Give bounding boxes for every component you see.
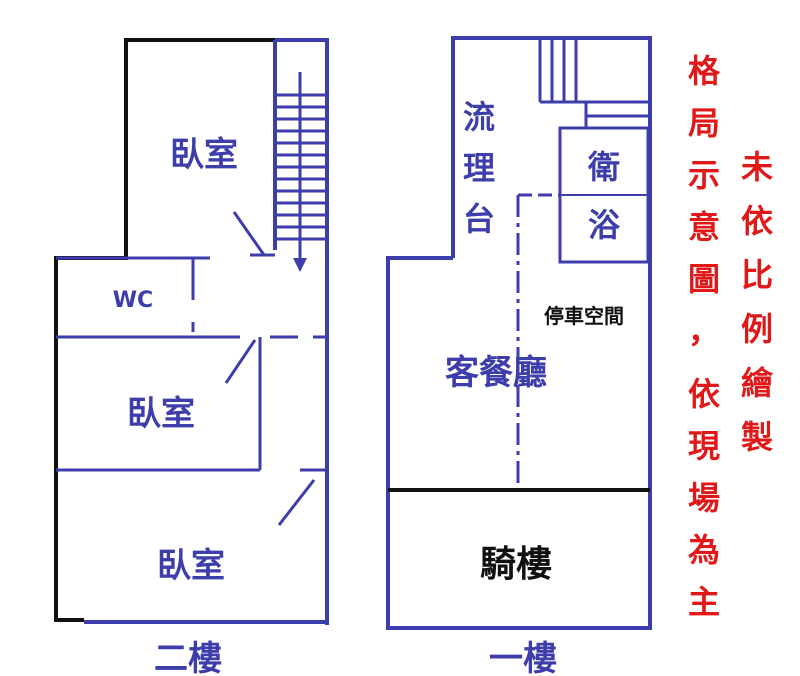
svg-text:格: 格 [688, 52, 721, 90]
svg-text:製: 製 [741, 418, 773, 456]
living-dining-label: 客餐廳 [445, 353, 547, 393]
svg-text:衛: 衛 [587, 148, 620, 186]
svg-text:浴: 浴 [588, 206, 621, 244]
door-swing-bedroom-bottom [277, 479, 316, 526]
svg-text:主: 主 [688, 583, 720, 621]
kitchen-counter-label: 流 理 台 [463, 98, 495, 238]
stair-arrow-icon [293, 258, 307, 272]
svg-text:為: 為 [688, 531, 720, 569]
svg-text:局: 局 [688, 104, 720, 142]
bedroom-middle-label: 臥室 [127, 394, 195, 434]
svg-text:現: 現 [688, 427, 720, 465]
svg-text:未: 未 [741, 148, 773, 186]
second-floor-outer-wall [54, 38, 275, 622]
bathroom-label: 衛 浴 [587, 148, 621, 244]
bedroom-top-label: 臥室 [170, 135, 238, 175]
parking-space-label: 停車空間 [544, 304, 624, 328]
svg-text:理: 理 [463, 149, 495, 187]
scale-note-vertical: 未 依 比 例 繪 製 [741, 148, 774, 456]
svg-text:台: 台 [463, 200, 495, 238]
svg-text:例: 例 [741, 310, 773, 348]
door-swing-bedroom-middle [224, 339, 257, 384]
svg-text:依: 依 [688, 375, 720, 413]
svg-text:示: 示 [688, 156, 720, 194]
arcade-label: 騎樓 [480, 544, 552, 585]
svg-text:依: 依 [741, 202, 773, 240]
wc-label: WC [113, 288, 153, 313]
layout-note-vertical: 格 局 示 意 圖 ， 依 現 場 為 主 [688, 52, 721, 621]
first-floor-outer-wall [386, 36, 652, 630]
stair-treads [275, 93, 327, 241]
bedroom-bottom-label: 臥室 [157, 546, 225, 586]
svg-text:圖: 圖 [688, 260, 720, 298]
svg-text:流: 流 [463, 98, 495, 136]
second-floor-title: 二樓 [154, 639, 222, 676]
first-floor-plan: 流 理 台 衛 浴 停車空間 客餐廳 騎樓 一樓 [386, 36, 652, 676]
door-swing-bedroom-top [232, 211, 266, 256]
svg-text:繪: 繪 [741, 364, 774, 402]
first-floor-title: 一樓 [489, 639, 557, 676]
svg-text:比: 比 [741, 256, 773, 294]
svg-text:場: 場 [688, 479, 720, 517]
svg-text:意: 意 [688, 208, 720, 246]
second-floor-plan: 臥室 WC 臥室 臥室 二樓 [54, 38, 329, 676]
first-floor-stair [538, 40, 648, 128]
svg-text:，: ， [688, 312, 720, 350]
stair-enclosure-wall [275, 38, 329, 258]
